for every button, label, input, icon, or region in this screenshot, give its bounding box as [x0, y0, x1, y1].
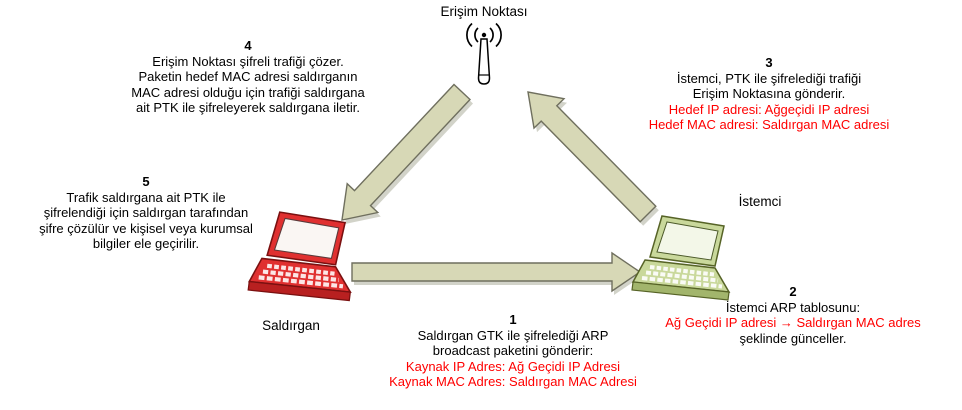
- step1-red-line-2: Kaynak MAC Adres: Saldırgan MAC Adresi: [389, 374, 637, 389]
- step2-number: 2: [789, 284, 797, 299]
- step1-line-1: Saldırgan GTK ile şifrelediği ARP: [417, 327, 609, 343]
- arrow-client-to-ap: [527, 91, 659, 226]
- antenna-icon: [466, 22, 502, 85]
- step5-line-1: Trafik saldırgana ait PTK ile: [66, 189, 226, 205]
- step2-annotation: 2 İstemci ARP tablosunu: Ağ Geçidi IP ad…: [643, 284, 943, 346]
- step4-number: 4: [244, 38, 252, 53]
- step4-line-4: ait PTK ile şifreleyerek saldırgana ilet…: [136, 100, 360, 115]
- step5-annotation: 5 Trafik saldırgana ait PTK ile şifrelen…: [8, 174, 284, 252]
- step5-line-4: bilgiler ele geçirilir.: [92, 236, 200, 251]
- step3-line-1: İstemci, PTK ile şifrelediği trafiği: [676, 70, 862, 86]
- step4-line-2: Paketin hedef MAC adresi saldırganın: [138, 69, 358, 84]
- arrow-ap-to-attacker: [341, 83, 473, 224]
- step2-line-2: şeklinde günceller.: [739, 330, 847, 346]
- step3-red-line-1: Hedef IP adresi: Ağgeçidi IP adresi: [668, 101, 870, 117]
- step1-red-line-1: Kaynak IP Adres: Ağ Geçidi IP Adresi: [405, 358, 621, 374]
- step5-line-3: şifre çözülür ve kişisel veya kurumsal: [39, 220, 253, 236]
- step4-line-3: MAC adresi olduğu için trafiği saldırgan…: [131, 84, 365, 100]
- step2-line-1: İstemci ARP tablosunu:: [725, 299, 861, 315]
- client-label: İstemci: [738, 194, 782, 209]
- step3-red-line-2: Hedef MAC adresi: Saldırgan MAC adresi: [648, 117, 890, 132]
- step2-red-line-1: Ağ Geçidi IP adresi → Saldırgan MAC adre…: [665, 315, 921, 330]
- step5-line-2: şifrelendiği için saldırgan tarafından: [43, 205, 249, 220]
- step4-annotation: 4 Erişim Noktası şifreli trafiği çözer. …: [112, 38, 384, 116]
- step1-number: 1: [509, 312, 517, 327]
- attacker-laptop-icon: [247, 211, 352, 302]
- step3-number: 3: [765, 55, 773, 70]
- step1-line-2: broadcast paketini gönderir:: [432, 343, 594, 358]
- step4-line-1: Erişim Noktası şifreli trafiği çözer.: [152, 53, 344, 69]
- attacker-label: Saldırgan: [262, 318, 320, 333]
- access-point-label: Erişim Noktası: [440, 4, 528, 19]
- step3-line-2: Erişim Noktasına gönderir.: [692, 86, 846, 101]
- client-laptop-icon: [631, 215, 731, 301]
- step1-annotation: 1 Saldırgan GTK ile şifrelediği ARP broa…: [360, 312, 666, 390]
- step5-number: 5: [142, 174, 150, 189]
- arrow-attacker-to-client: [351, 251, 642, 295]
- step3-annotation: 3 İstemci, PTK ile şifrelediği trafiği E…: [608, 55, 930, 133]
